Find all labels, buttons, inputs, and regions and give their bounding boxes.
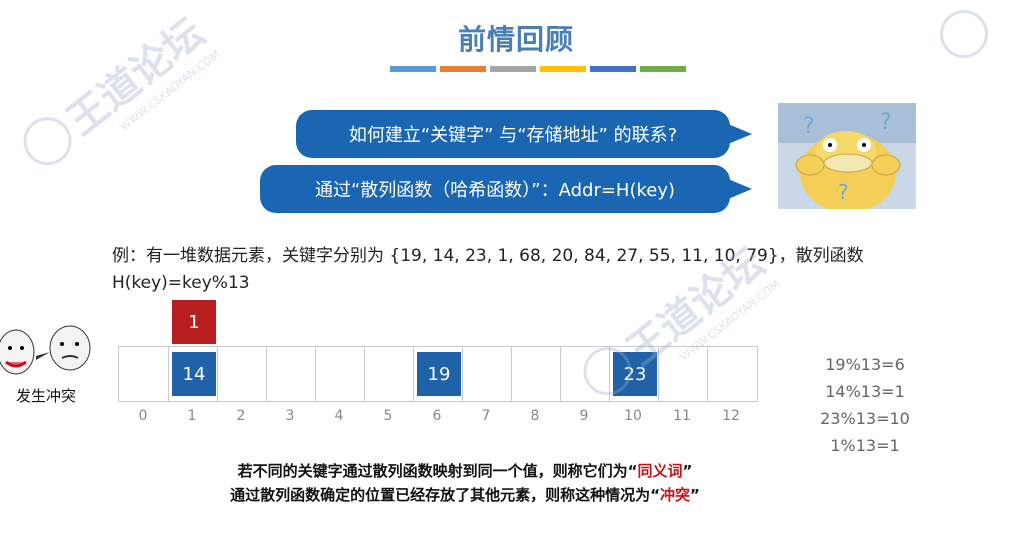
quote-close: ” [682,462,693,480]
synonym-text: 若不同的关键字通过散列函数映射到同一个值，则称它们为 [237,462,628,480]
question-bubble: 如何建立“关键字” 与“存储地址” 的联系? [296,110,752,158]
cell-divider [462,347,463,401]
cell-divider [266,347,267,401]
calc-line: 14%13=1 [825,382,905,401]
conflict-value: 1 [172,300,216,344]
cell-divider [315,347,316,401]
table-index: 11 [673,408,691,424]
table-cell-value: 23 [613,352,657,396]
cell-divider [217,347,218,401]
table-index: 1 [187,408,197,424]
table-index: 2 [236,408,246,424]
answer-bubble: 通过“散列函数（哈希函数）”：Addr=H(key) [260,165,752,213]
calc-line: 1%13=1 [830,436,900,455]
hash-table [118,346,758,402]
meme-faces [0,325,91,375]
table-index: 12 [722,408,740,424]
quote-open: “ [650,486,660,504]
title-bar-segment [590,66,636,72]
calc-line: 23%13=10 [820,409,910,428]
table-index: 4 [334,408,344,424]
table-index: 0 [138,408,148,424]
synonym-term: 同义词 [637,462,683,480]
svg-text:?: ? [880,110,892,135]
calc-line: 19%13=6 [825,355,905,374]
table-cell-value: 19 [417,352,461,396]
example-line-2: H(key)=key%13 [112,273,250,293]
title-bar-segment [640,66,686,72]
svg-text:?: ? [838,180,849,204]
title-bar-segment [490,66,536,72]
cell-divider [560,347,561,401]
cell-divider [511,347,512,401]
question-text: 如何建立“关键字” 与“存储地址” 的联系? [348,125,678,146]
conflict-definition: 通过散列函数确定的位置已经存放了其他元素，则称这种情况为“冲突” [0,484,930,505]
svg-text:?: ? [803,114,815,139]
answer-text: 通过“散列函数（哈希函数）”：Addr=H(key) [314,180,676,201]
cell-divider [364,347,365,401]
cell-divider [658,347,659,401]
synonym-definition: 若不同的关键字通过散列函数映射到同一个值，则称它们为“同义词” [0,460,930,481]
table-index: 5 [383,408,393,424]
title-bar-segment [440,66,486,72]
table-cell-value: 14 [172,352,216,396]
table-index: 10 [624,408,642,424]
cell-divider [707,347,708,401]
cell-divider [609,347,610,401]
table-index: 9 [579,408,589,424]
title-bar-segment [540,66,586,72]
title-bar-segment [390,66,436,72]
page-title: 前情回顾 [457,23,574,56]
example-text: 例：有一堆数据元素，关键字分别为 {19, 14, 23, 1, 68, 20,… [112,243,922,297]
conflict-term: 冲突 [660,486,691,504]
cell-divider [413,347,414,401]
quote-close: ” [690,486,700,504]
psyduck-illustration: ? ? ? [778,103,916,209]
table-index: 6 [432,408,442,424]
conflict-text: 通过散列函数确定的位置已经存放了其他元素，则称这种情况为 [230,486,651,504]
quote-open: “ [627,462,638,480]
meme-label: 发生冲突 [16,387,77,405]
cell-divider [168,347,169,401]
table-index: 3 [285,408,295,424]
table-index: 8 [530,408,540,424]
table-index: 7 [481,408,491,424]
example-line-1: 例：有一堆数据元素，关键字分别为 {19, 14, 23, 1, 68, 20,… [112,246,864,266]
